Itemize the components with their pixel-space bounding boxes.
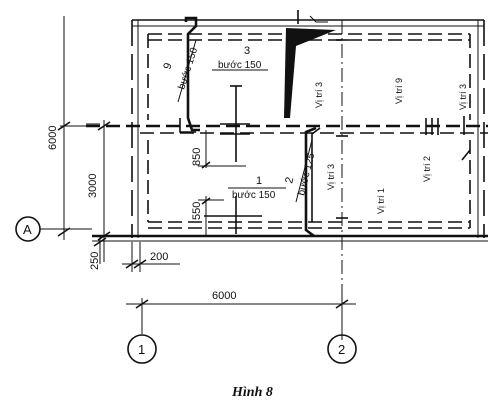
dim-850-label: 850 bbox=[191, 148, 203, 166]
position-3-right: Vị trí 3 bbox=[458, 84, 468, 110]
bar-1-spacing: bước 150 bbox=[232, 190, 276, 201]
dim-550-label: 550 bbox=[191, 202, 203, 220]
middle-beam-band bbox=[86, 123, 488, 134]
bar-3-spacing: bước 150 bbox=[218, 60, 262, 71]
bar-1-number: 1 bbox=[256, 175, 262, 187]
position-2: Vị trí 2 bbox=[422, 156, 432, 182]
axis-a-label: A bbox=[23, 222, 32, 237]
axis-1-marker bbox=[127, 334, 157, 364]
axis-2-marker bbox=[327, 334, 357, 364]
dim-offset-200-label: 200 bbox=[150, 251, 168, 263]
position-9: Vị trí 9 bbox=[394, 78, 404, 104]
top-leader bbox=[297, 10, 328, 24]
bar-9-spacing: bước 150 bbox=[176, 46, 200, 91]
dim-offsets bbox=[93, 236, 180, 272]
position-3-top: Vị trí 3 bbox=[314, 82, 324, 108]
axis-1-label: 1 bbox=[138, 342, 145, 357]
dim-850 bbox=[198, 130, 246, 169]
axis-2-line bbox=[336, 20, 348, 340]
position-3-center: Vị trí 3 bbox=[326, 164, 336, 190]
section-wedge bbox=[284, 28, 336, 118]
bar-3-number: 3 bbox=[244, 45, 250, 57]
dim-height-6000-label: 6000 bbox=[47, 126, 59, 150]
bar-9-number: 9 bbox=[161, 61, 174, 71]
position-1: Vị trí 1 bbox=[376, 188, 386, 214]
bottom-reinforcement-band bbox=[147, 140, 471, 229]
axis-a-marker bbox=[15, 216, 92, 242]
top-reinforcement-band bbox=[147, 33, 471, 120]
right-bar-ticks bbox=[425, 116, 471, 161]
bar-2-spacing: bước 125 bbox=[296, 152, 317, 197]
bar-2-number: 2 bbox=[283, 176, 296, 185]
bar-3-top-shape bbox=[212, 69, 268, 162]
dim-height-6000 bbox=[57, 16, 90, 240]
dim-width-6000 bbox=[126, 298, 356, 334]
dim-offset-250-label: 250 bbox=[89, 252, 101, 270]
slab-outline bbox=[92, 19, 488, 242]
figure-caption: Hình 8 bbox=[231, 385, 273, 400]
bar-1-shape bbox=[204, 187, 286, 234]
axis-2-label: 2 bbox=[338, 342, 345, 357]
bar-9-shape bbox=[177, 16, 200, 133]
bar-2-shape bbox=[295, 126, 321, 238]
dim-height-3000-label: 3000 bbox=[87, 174, 99, 198]
dim-550 bbox=[198, 196, 224, 236]
dim-width-6000-label: 6000 bbox=[212, 290, 236, 302]
